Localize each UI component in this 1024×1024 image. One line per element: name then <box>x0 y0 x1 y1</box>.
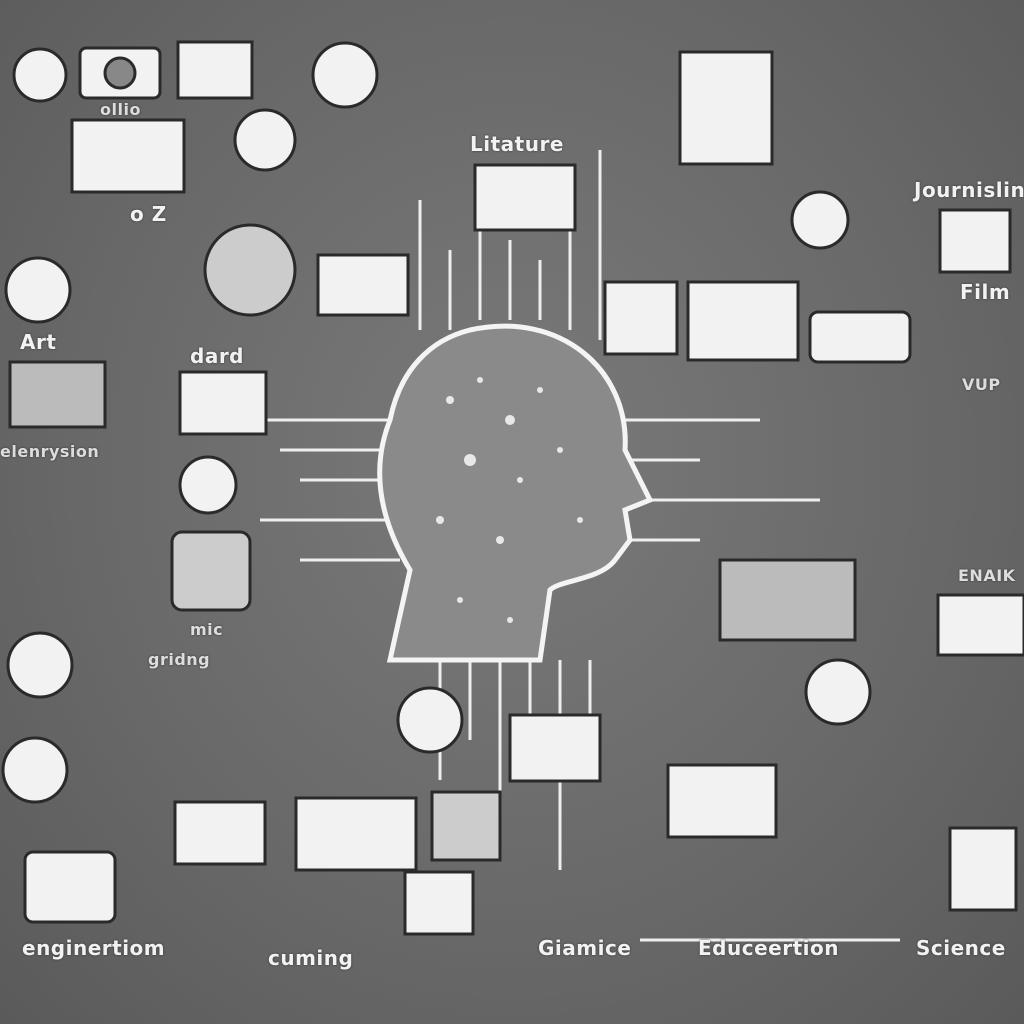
mountain-chart-icon <box>178 370 268 436</box>
music-bars-icon <box>718 558 857 642</box>
screen-icon <box>70 118 186 194</box>
bar-chart-icon <box>938 208 1012 274</box>
label-gridng: gridng <box>148 650 211 669</box>
dial-icon <box>396 686 464 754</box>
label-mic: mic <box>190 620 224 639</box>
label-science: Science <box>916 936 1006 960</box>
grid-icon <box>686 280 800 362</box>
monitor-icon <box>666 763 778 839</box>
central-head-icon <box>377 323 654 663</box>
pie-chart-icon <box>4 256 72 324</box>
head-icon <box>804 658 872 726</box>
frame-icon <box>176 40 254 100</box>
graph-screen-icon <box>508 713 602 783</box>
label-literature: Litature <box>470 132 564 156</box>
photo-icon <box>473 163 577 232</box>
monitor-icon <box>173 800 267 866</box>
tile-icon <box>603 280 679 356</box>
chart-icon <box>316 253 410 317</box>
camera-icon <box>23 850 117 924</box>
label-journalism: Journislin <box>914 178 1024 202</box>
lightbulb-icon <box>311 41 379 109</box>
label-giamice: Giamice <box>538 936 632 960</box>
label-oz: o Z <box>130 202 167 226</box>
archive-icon <box>948 826 1018 912</box>
icons <box>1 40 1024 936</box>
camera-icon <box>808 310 912 364</box>
label-ollio: ollio <box>100 100 141 119</box>
label-film: Film <box>960 280 1011 304</box>
bar-chart-icon <box>8 360 107 429</box>
brain-tile-icon <box>170 530 252 612</box>
label-cuming: cuming <box>268 946 354 970</box>
label-education: Educeertion <box>698 936 839 960</box>
book-icon <box>936 593 1024 657</box>
label-vup: VUP <box>962 375 1001 394</box>
head-icon <box>6 631 74 699</box>
label-enaik: ENAIK <box>958 566 1016 585</box>
neural-dots <box>436 377 583 623</box>
laptop-icon <box>294 796 418 872</box>
gears-icon <box>203 223 297 317</box>
disc-icon <box>178 455 238 515</box>
label-elenrysion: elenrysion <box>0 442 100 461</box>
document-icon <box>678 50 774 166</box>
label-dard: dard <box>190 344 244 368</box>
gear-icon <box>233 108 297 172</box>
head-icon <box>790 190 850 250</box>
circle-tile-icon <box>430 790 502 862</box>
document-icon <box>403 870 475 936</box>
lightbulb-icon <box>1 736 69 804</box>
label-art: Art <box>20 330 57 354</box>
label-engineering: enginertiom <box>22 936 166 960</box>
pie-icon <box>12 47 68 103</box>
